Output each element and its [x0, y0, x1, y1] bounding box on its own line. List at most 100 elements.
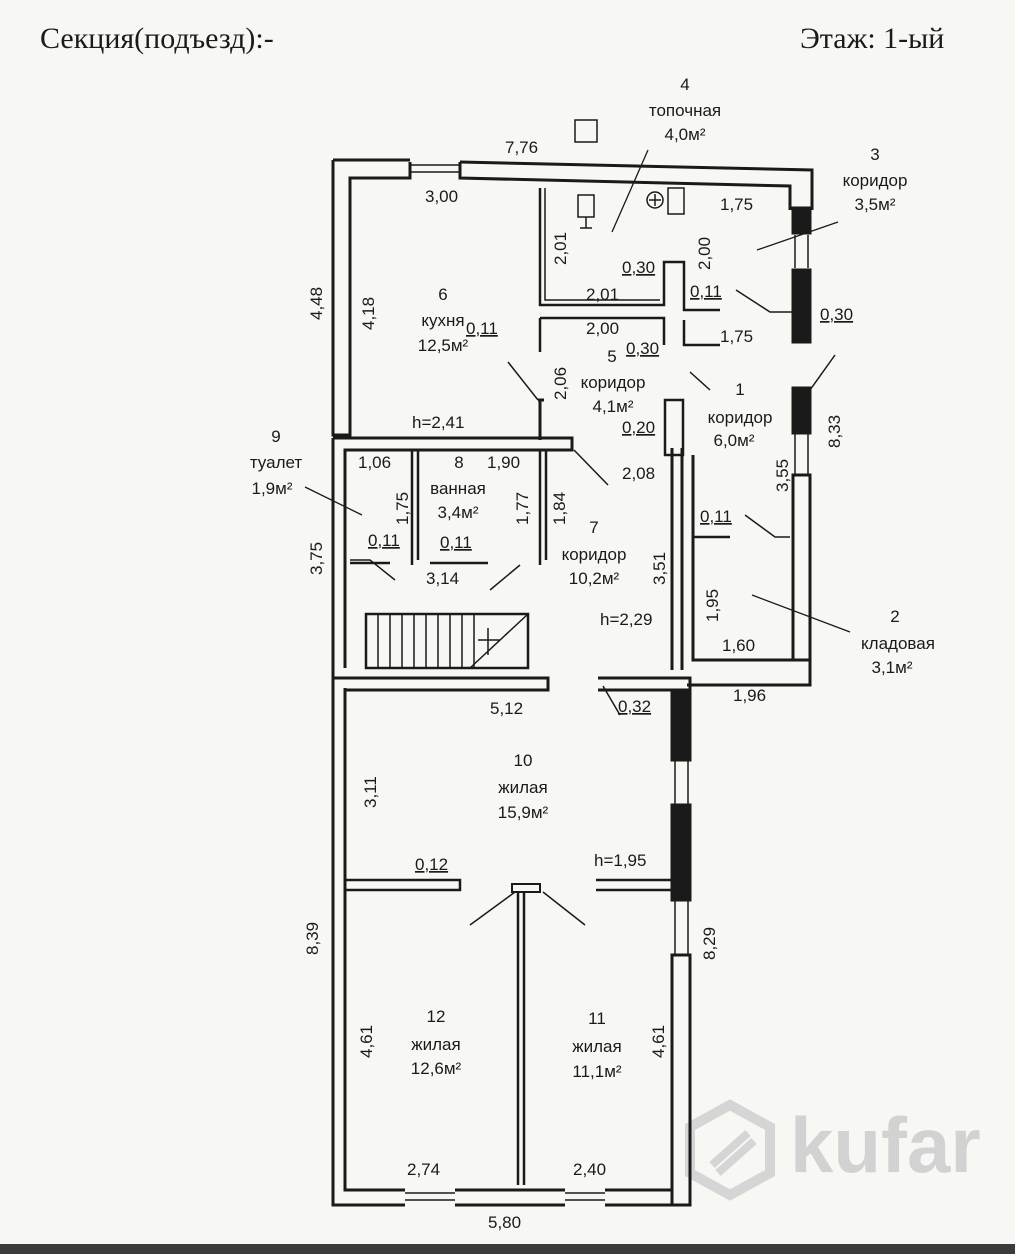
leader-lines: [304, 149, 851, 633]
dim-wall-012: 0,12: [415, 855, 448, 874]
walls: [331, 158, 836, 1207]
svg-text:15,9м²: 15,9м²: [498, 803, 549, 822]
dim-room10-width: 5,12: [490, 699, 523, 718]
heater-icon: [667, 187, 685, 215]
svg-text:6: 6: [438, 285, 447, 304]
dim-left-outer-top: 4,48: [307, 287, 326, 320]
dim-bath-width: 1,90: [487, 453, 520, 472]
floor-label: Этаж: 1-ый: [800, 22, 945, 55]
dim-room12-height: 4,61: [357, 1025, 376, 1058]
room-7-label: 7 коридор 10,2м²: [562, 518, 627, 588]
svg-text:ванная: ванная: [430, 479, 486, 498]
room-12-label: 12 жилая 12,6м²: [411, 1007, 462, 1078]
svg-text:6,0м²: 6,0м²: [714, 431, 755, 450]
dim-top-overall: 7,76: [505, 138, 538, 157]
svg-text:1,9м²: 1,9м²: [252, 479, 293, 498]
svg-text:11,1м²: 11,1м²: [572, 1062, 622, 1081]
dim-wall-030-b: 0,30: [820, 305, 853, 324]
svg-text:3: 3: [870, 145, 879, 164]
room-8-label: 8 ванная 3,4м²: [430, 453, 486, 522]
room-9-label: 9 туалет 1,9м²: [250, 427, 303, 498]
dim-furnace-top: 1,75: [720, 195, 753, 214]
dim-wall-011-e: 0,11: [440, 533, 472, 552]
dim-kitchen-width: 3,00: [425, 187, 458, 206]
svg-text:12,5м²: 12,5м²: [418, 336, 469, 355]
dimension-labels: 7,76 3,00 1,75 4,48 4,18 2,01 2,01 2,00 …: [303, 138, 853, 1232]
svg-text:1: 1: [735, 380, 744, 399]
svg-text:4,1м²: 4,1м²: [593, 397, 634, 416]
dim-wall-011-d: 0,11: [368, 531, 400, 550]
dim-corr5-width: 2,00: [586, 319, 619, 338]
dim-room11-width: 2,40: [573, 1160, 606, 1179]
svg-text:10: 10: [514, 751, 533, 770]
dim-wall-030-a: 0,30: [622, 258, 655, 277]
dim-wcbath-bottom: 3,14: [426, 569, 459, 588]
svg-text:8: 8: [454, 453, 463, 472]
chimney-icon: [574, 119, 598, 143]
svg-text:коридор: коридор: [581, 373, 646, 392]
svg-text:жилая: жилая: [411, 1035, 460, 1054]
svg-text:жилая: жилая: [498, 778, 547, 797]
dim-left-outer-bottom: 8,39: [303, 922, 322, 955]
kufar-watermark: kufar: [685, 1099, 981, 1201]
svg-text:4,0м²: 4,0м²: [665, 125, 706, 144]
room-6-label: 6 кухня 12,5м²: [418, 285, 469, 355]
svg-text:4: 4: [680, 75, 689, 94]
room-10-label: 10 жилая 15,9м²: [498, 751, 549, 822]
dim-toilet-height: 1,75: [393, 492, 412, 525]
dim-right-outer-top: 8,33: [825, 415, 844, 448]
dim-toilet-width: 1,06: [358, 453, 391, 472]
svg-text:10,2м²: 10,2м²: [569, 569, 620, 588]
room-4-label: 4 топочная 4,0м²: [649, 75, 721, 144]
dim-wall-030-c: 0,30: [626, 339, 659, 358]
svg-text:12: 12: [427, 1007, 446, 1026]
svg-text:3,5м²: 3,5м²: [855, 195, 896, 214]
section-label: Секция(подъезд):-: [40, 22, 274, 55]
dim-wall-020: 0,20: [622, 418, 655, 437]
dim-kitchen-h: h=2,41: [412, 413, 464, 432]
dim-wall-011-c: 0,11: [700, 507, 732, 526]
svg-text:топочная: топочная: [649, 101, 721, 120]
svg-text:9: 9: [271, 427, 280, 446]
svg-text:5: 5: [607, 347, 616, 366]
dim-furnace-right: 2,00: [695, 237, 714, 270]
dim-wall-011-b: 0,11: [466, 319, 498, 338]
svg-text:коридор: коридор: [562, 545, 627, 564]
dim-room10-h: h=1,95: [594, 851, 646, 870]
dim-pantry-height: 1,95: [703, 589, 722, 622]
svg-text:7: 7: [589, 518, 598, 537]
dim-corr7-top: 2,08: [622, 464, 655, 483]
dim-room10-height: 3,11: [361, 776, 380, 808]
svg-text:кухня: кухня: [421, 311, 464, 330]
svg-text:жилая: жилая: [572, 1037, 621, 1056]
svg-text:коридор: коридор: [708, 408, 773, 427]
dim-kitchen-height: 4,18: [359, 297, 378, 330]
fixtures: [574, 119, 685, 229]
room-labels: 4 топочная 4,0м² 3 коридор 3,5м² 6 кухня…: [250, 75, 935, 1081]
dim-corr5-height: 2,06: [551, 367, 570, 400]
boiler-icon: [577, 194, 595, 218]
room-5-label: 5 коридор 4,1м²: [581, 347, 646, 416]
gas-meter-icon: [646, 191, 664, 209]
dim-corr7-right: 3,51: [650, 552, 669, 585]
room-3-label: 3 коридор 3,5м²: [843, 145, 908, 214]
dim-bottom-overall: 5,80: [488, 1213, 521, 1232]
svg-text:туалет: туалет: [250, 453, 303, 472]
dim-wall-032: 0,32: [618, 697, 651, 716]
dim-left-outer-mid: 3,75: [307, 542, 326, 575]
room-11-label: 11 жилая 11,1м²: [572, 1009, 622, 1081]
room-2-label: 2 кладовая 3,1м²: [861, 607, 935, 677]
dim-right-outer-bottom: 8,29: [700, 927, 719, 960]
dim-corr7-left: 1,84: [550, 492, 569, 525]
svg-text:2: 2: [890, 607, 899, 626]
dim-corr1-top: 1,75: [720, 327, 753, 346]
dim-pantry-width: 1,60: [722, 636, 755, 655]
dim-wall-011-a: 0,11: [690, 282, 722, 301]
svg-text:3,1м²: 3,1м²: [872, 658, 913, 677]
dim-bath-height: 1,77: [513, 492, 532, 525]
dim-room12-width: 2,74: [407, 1160, 440, 1179]
staircase: [364, 612, 530, 670]
dim-corr1-height: 3,55: [773, 459, 792, 492]
dim-furnace-left: 2,01: [551, 232, 570, 265]
